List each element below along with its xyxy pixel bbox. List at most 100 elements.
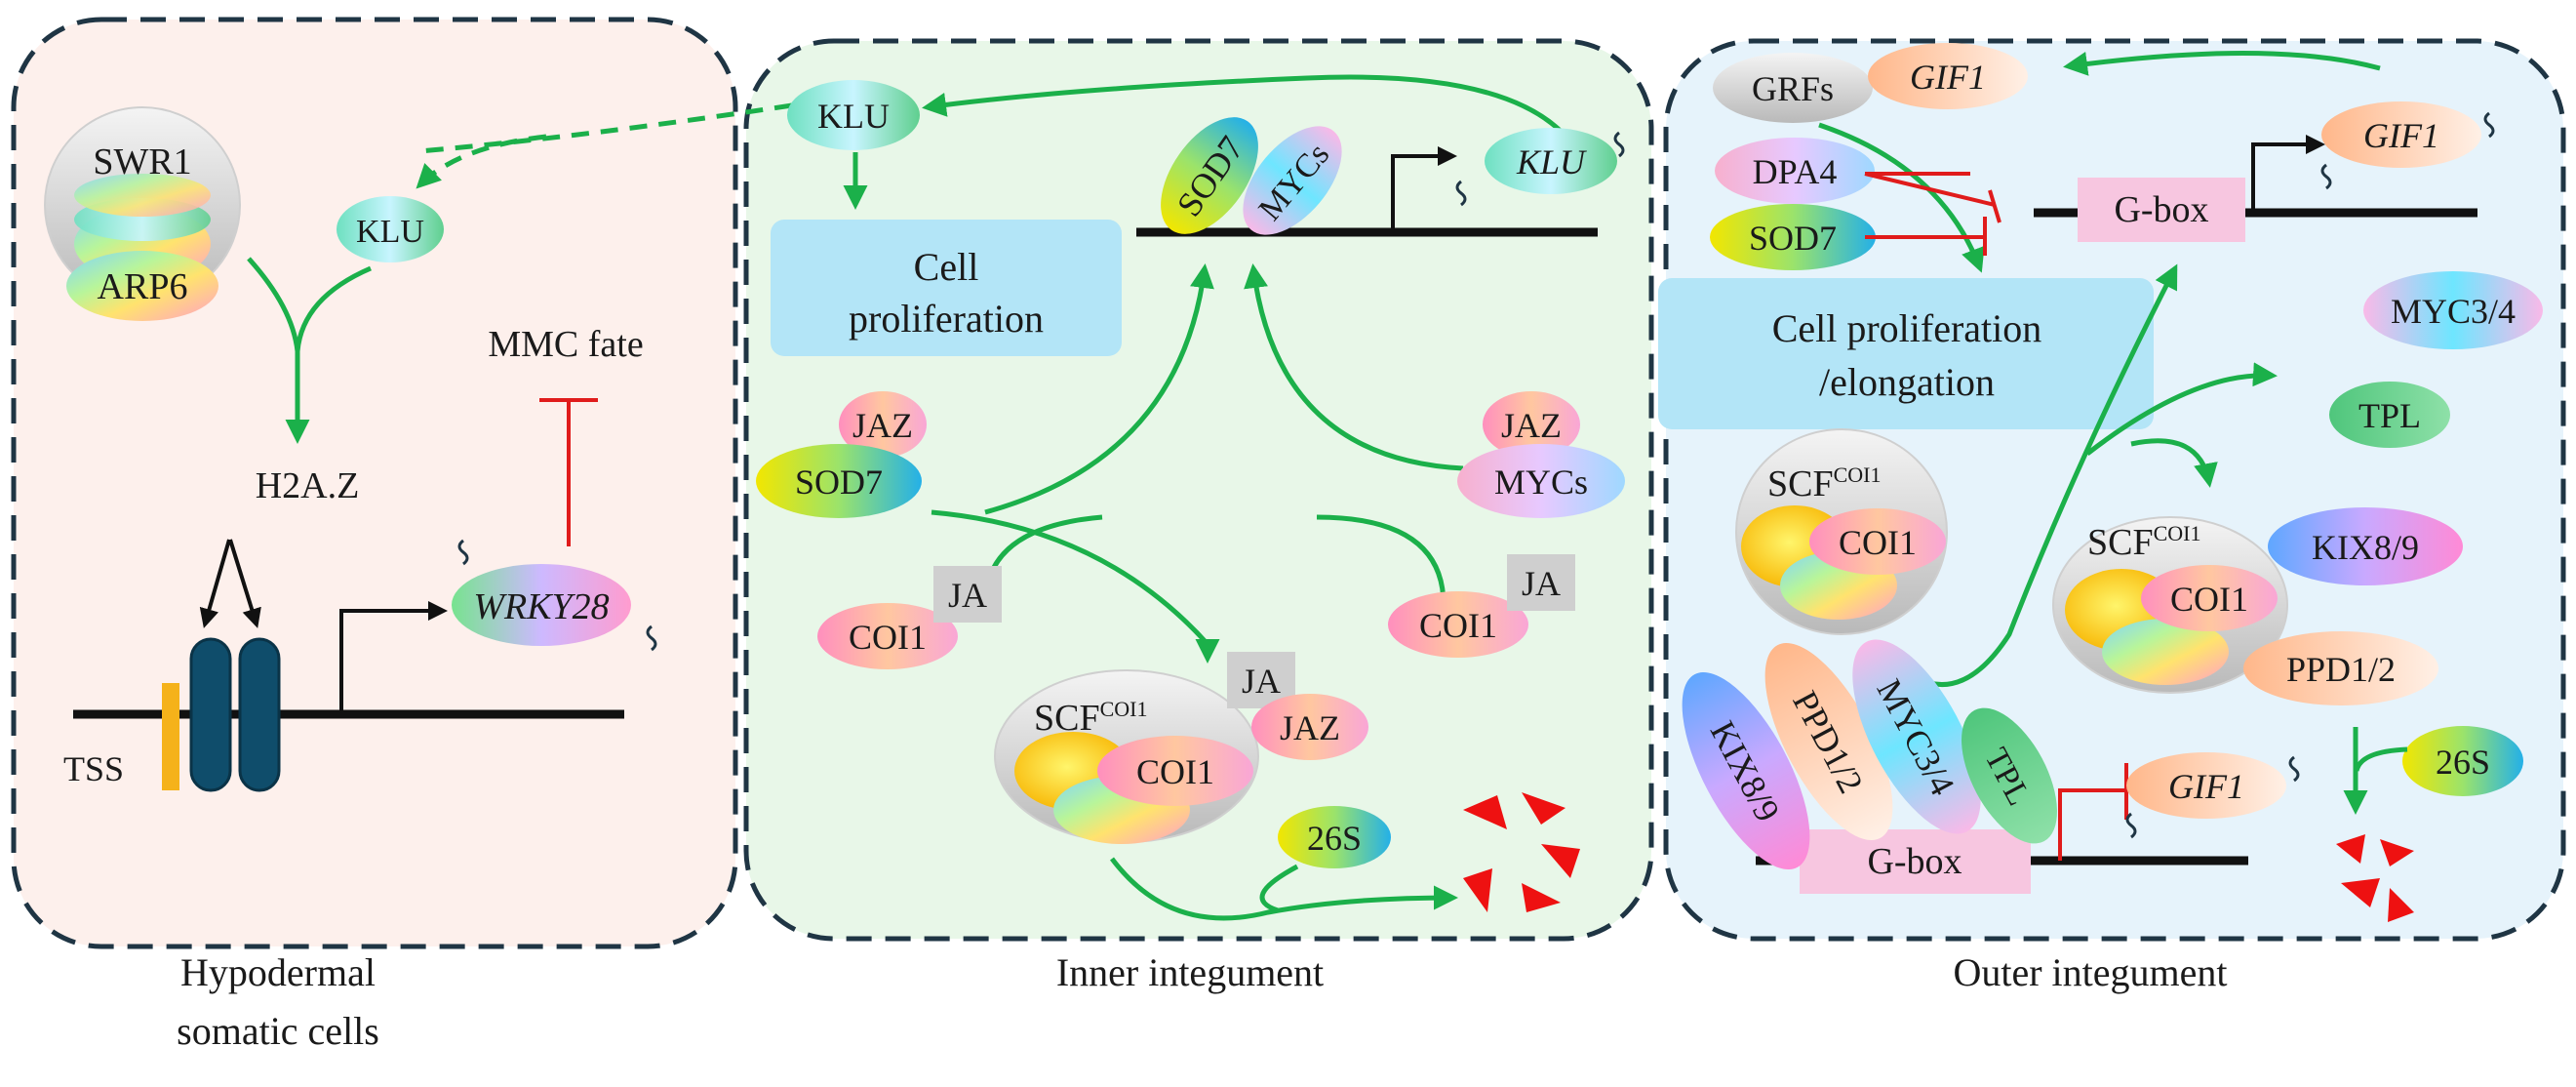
myc34-top-label: MYC3/4	[2391, 292, 2516, 331]
gbox-top-label: G-box	[2114, 189, 2208, 230]
nucleosome-1	[189, 637, 232, 792]
inhibit-wrky28-mmc	[539, 398, 598, 546]
tpl-top: TPL	[2329, 382, 2450, 448]
sod7-protein-p3: SOD7	[1710, 204, 1876, 270]
tpl-top-label: TPL	[2358, 396, 2421, 435]
coi1-right-p3-label: COI1	[2170, 580, 2248, 619]
arrow-h2az-nuc1	[199, 539, 231, 628]
transcription-arrow-klu	[1391, 146, 1457, 232]
tss-label: TSS	[63, 749, 124, 788]
outer-caption: Outer integument	[1953, 950, 2227, 994]
cell-proliferation-box-p2	[771, 220, 1122, 356]
kix-right-label: KIX8/9	[2312, 528, 2419, 567]
sod7-label-p3: SOD7	[1749, 219, 1837, 258]
mmc-fate-label: MMC fate	[488, 324, 643, 365]
klu-protein-p1: KLU	[337, 196, 444, 262]
gif1-gene-bottom: GIF1	[2125, 752, 2300, 839]
arrow-jaz-degradation	[931, 509, 1220, 664]
gif1-protein-label: GIF1	[1910, 58, 1986, 97]
transcription-arrow-gif1	[2251, 135, 2325, 213]
coi1-ja-right: COI1 JA	[1388, 554, 1575, 658]
tss-marker	[162, 683, 179, 790]
coi1-left-label: COI1	[849, 618, 927, 657]
cell-proliferation-box-p3	[1658, 278, 2154, 429]
scf-left-p3-label: SCFCOI1	[1767, 463, 1882, 504]
ppd-right-label: PPD1/2	[2286, 650, 2396, 689]
arrow-klu-to-h2az	[295, 265, 372, 352]
arrow-grfs-gif1-prolif	[1818, 122, 1985, 273]
mrna-squiggle-icon	[2483, 111, 2495, 139]
gif1-gene-top: GIF1	[2320, 101, 2495, 190]
arp6-label: ARP6	[98, 266, 188, 307]
dpa4-label: DPA4	[1753, 152, 1838, 191]
gif1-protein: GIF1	[1868, 43, 2028, 109]
proteasome-label-p3: 26S	[2436, 743, 2490, 782]
arrow-to-myc-tpl	[2085, 362, 2278, 456]
scf-label-p2: SCFCOI1	[1034, 697, 1148, 739]
mrna-squiggle-icon	[2288, 755, 2300, 783]
inhibit-gif1-transcription	[2058, 763, 2128, 861]
ja-center-label: JA	[1242, 662, 1281, 701]
arrow-coi1-right	[1316, 514, 1447, 606]
transcription-arrow-wrky28	[339, 601, 448, 714]
h2az-label: H2A.Z	[256, 465, 360, 506]
inhibit-sod7	[1865, 217, 1987, 256]
jaz-sod7-complex-left: JAZ SOD7	[756, 391, 927, 518]
nucleosome-2	[238, 637, 281, 792]
coi1-center-label: COI1	[1136, 752, 1214, 791]
mrna-squiggle-icon	[2125, 812, 2137, 839]
arrow-degradation-p2	[1110, 857, 1458, 921]
jaz-center-label: JAZ	[1280, 708, 1340, 747]
arrow-sod7-to-dna	[984, 263, 1214, 515]
mrna-squiggle-icon	[457, 539, 469, 566]
mrna-squiggle-icon	[1613, 131, 1625, 158]
arrow-26s-p3-loop	[2354, 746, 2408, 772]
grfs-label: GRFs	[1752, 69, 1834, 108]
jaz-right-label: JAZ	[1501, 406, 1562, 445]
arrow-myc-to-prolif	[1915, 263, 2178, 688]
arrow-26s-loop	[1259, 864, 1299, 913]
wrky28-label: WRKY28	[473, 586, 609, 627]
gbox-bottom	[1800, 829, 2031, 894]
mrna-squiggle-icon	[646, 624, 657, 652]
jaz-mycs-complex-right: JAZ MYCs	[1457, 391, 1625, 518]
arrow-to-scf-right	[2130, 438, 2218, 488]
dashed-klu-link	[418, 102, 793, 154]
sod7-left-label: SOD7	[795, 463, 883, 502]
inner-caption: Inner integument	[1056, 950, 1324, 994]
dashed-klu-arrow	[416, 134, 547, 189]
proteasome-26s-p2: 26S	[1278, 806, 1391, 868]
swr1-complex: SWR1 ARP6	[44, 106, 241, 321]
gif1-gene-bottom-label: GIF1	[2168, 767, 2244, 806]
myc34-top: MYC3/4	[2363, 271, 2543, 349]
klu-protein-p2: KLU	[787, 80, 920, 150]
arrow-klu-gene-to-protein	[922, 74, 1583, 158]
grfs-protein: GRFs	[1713, 53, 1873, 123]
coi1-ja-left: COI1 JA	[817, 566, 1002, 669]
jaz-left-label: JAZ	[852, 406, 913, 445]
gbox-bottom-label: G-box	[1867, 841, 1962, 882]
ja-left-label: JA	[948, 576, 987, 615]
coi1-left-p3-label: COI1	[1839, 523, 1917, 562]
gbox-top	[2078, 178, 2245, 242]
tpl-stack-protein: TPL	[1962, 707, 2057, 844]
mrna-squiggle-icon	[2320, 163, 2332, 190]
wrky28-gene: WRKY28	[452, 539, 657, 652]
arrow-gif1-gene-to-protein	[2063, 51, 2381, 76]
klu-label-p1: KLU	[356, 214, 424, 250]
scf-right-p3-label: SCFCOI1	[2087, 521, 2201, 563]
ja-right-label: JA	[1522, 564, 1561, 603]
arrow-mycs-to-dna	[1244, 263, 1464, 471]
proteasome-label-p2: 26S	[1307, 819, 1362, 858]
mrna-squiggle-icon	[1455, 180, 1467, 207]
proteasome-26s-p3: 26S	[2402, 726, 2523, 796]
arrow-h2az-nuc2	[228, 539, 261, 628]
klu-label-p2: KLU	[817, 97, 890, 136]
cell-prolif-line1-p3: Cell proliferation	[1772, 306, 2042, 350]
inhibit-dpa4	[1864, 172, 2001, 223]
mycs-right-label: MYCs	[1494, 463, 1588, 502]
cell-prolif-line1-p2: Cell	[914, 245, 979, 289]
hypodermal-caption-1: Hypodermal	[180, 950, 376, 994]
coi1-right-label: COI1	[1419, 606, 1497, 645]
